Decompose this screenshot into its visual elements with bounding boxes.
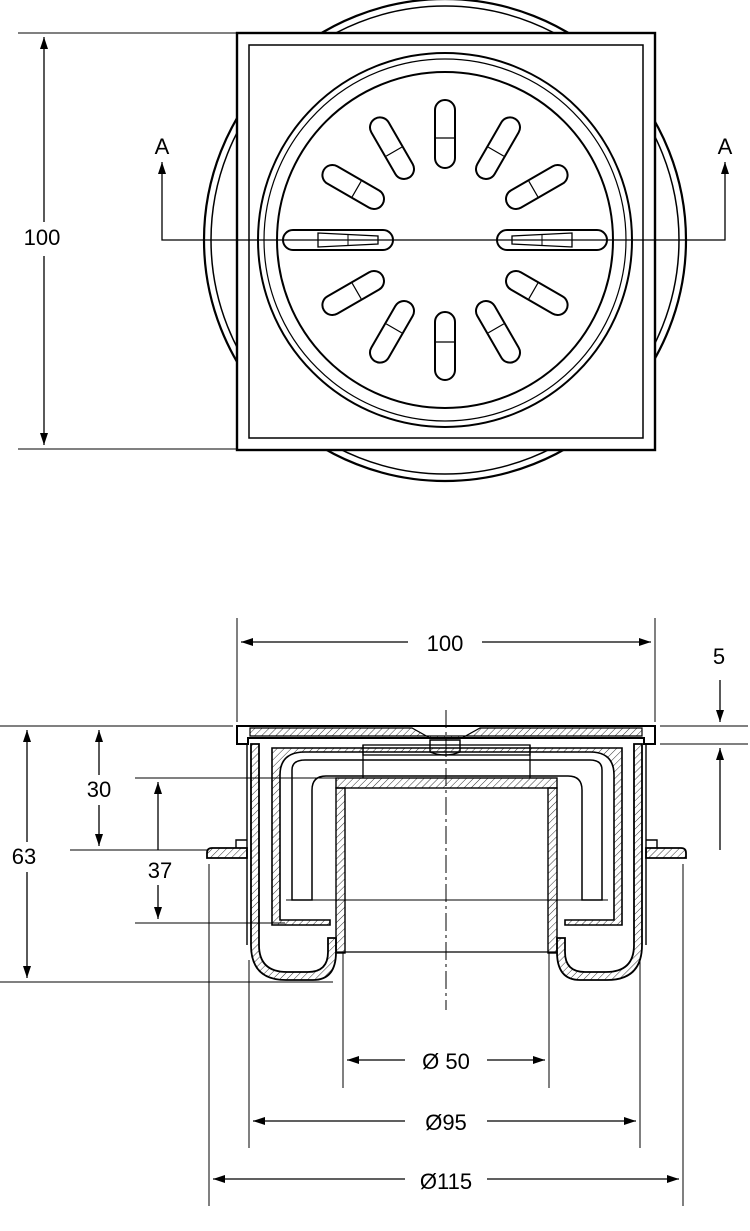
total-height-label: 63 — [12, 844, 36, 869]
outlet-diameter-label: Ø 50 — [422, 1049, 470, 1074]
inner-depth-dimension — [135, 777, 336, 924]
outer-body — [246, 743, 647, 981]
square-frame-inner — [248, 44, 644, 439]
height-dimension — [18, 32, 237, 450]
flange-diameter-label: Ø115 — [420, 1169, 472, 1194]
top-view: A A 100 — [18, 0, 733, 483]
section-view: 100 5 63 30 37 — [0, 618, 748, 1206]
body-diameter-label: Ø95 — [425, 1110, 467, 1135]
flange-diameter-dimension — [208, 864, 684, 1206]
square-frame-outer — [235, 31, 657, 452]
height-dimension-label: 100 — [24, 225, 61, 250]
body-diameter-dimension — [248, 960, 641, 1148]
section-mark-left: A — [155, 134, 170, 159]
trap-bell — [271, 747, 623, 926]
flange — [206, 839, 687, 859]
rim-dimension — [660, 680, 748, 850]
total-height-dimension — [0, 725, 333, 983]
section-mark-right: A — [718, 134, 733, 159]
width-dimension — [236, 618, 656, 722]
width-dimension-label: 100 — [427, 631, 464, 656]
section-line-a-a — [158, 162, 729, 241]
upper-depth-dimension — [70, 730, 207, 851]
center-cap — [429, 739, 461, 756]
upper-depth-label: 30 — [87, 777, 111, 802]
outlet-diameter-dimension — [342, 953, 550, 1088]
top-plate — [236, 725, 656, 745]
rim-dimension-label: 5 — [713, 644, 725, 669]
inner-depth-label: 37 — [148, 858, 172, 883]
